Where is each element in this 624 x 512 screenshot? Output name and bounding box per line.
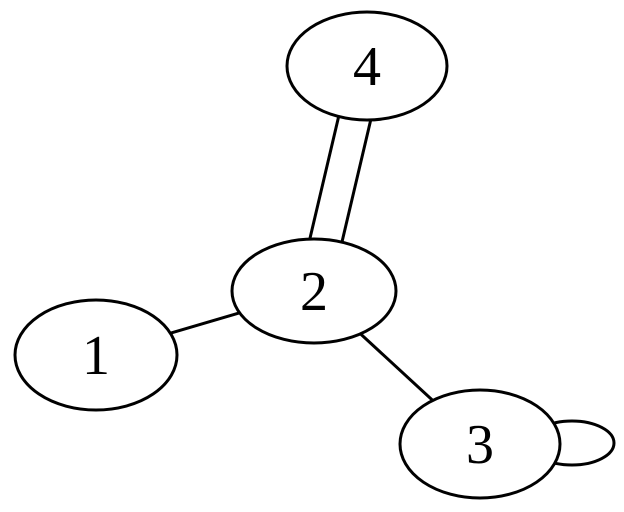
node-label-1: 1 <box>82 325 110 387</box>
graph-node-3 <box>398 388 562 500</box>
graph-node-2 <box>230 237 398 345</box>
node-label-2: 2 <box>300 261 328 323</box>
graph-node-1 <box>13 298 179 412</box>
node-label-3: 3 <box>466 414 494 476</box>
graph-nodes-layer <box>13 10 562 500</box>
graph-labels-layer: 1 2 3 4 <box>82 36 494 476</box>
node-label-4: 4 <box>353 36 381 98</box>
graph-node-4 <box>285 10 449 122</box>
